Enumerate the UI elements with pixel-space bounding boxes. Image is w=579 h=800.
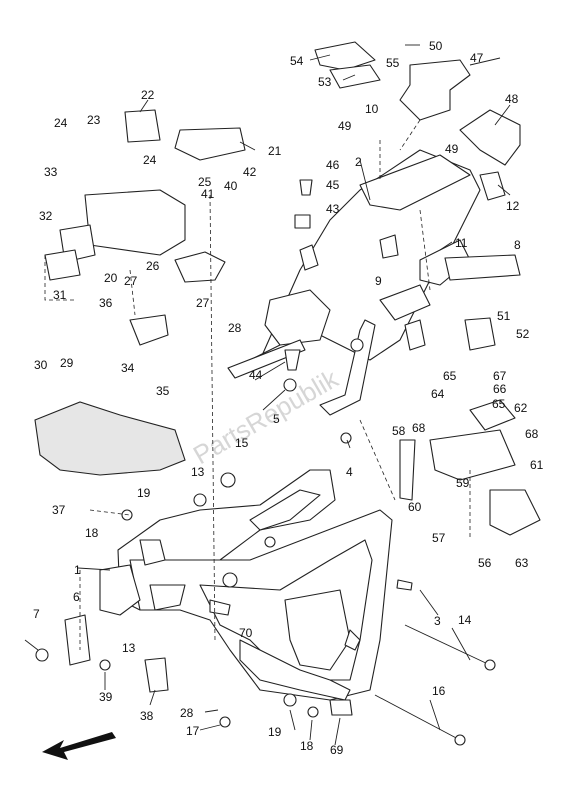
callout-5: 5 bbox=[273, 412, 280, 426]
callout-40: 40 bbox=[224, 179, 238, 193]
callout-16: 16 bbox=[432, 684, 446, 698]
callout-29: 29 bbox=[60, 356, 74, 370]
callout-65-upper: 65 bbox=[443, 369, 457, 383]
callout-65-right: 65 bbox=[492, 397, 506, 411]
callout-3: 3 bbox=[434, 614, 441, 628]
callout-55: 55 bbox=[386, 56, 400, 70]
callout-20: 20 bbox=[104, 271, 118, 285]
callout-6: 6 bbox=[73, 590, 80, 604]
callout-49-right: 49 bbox=[445, 142, 459, 156]
callout-69: 69 bbox=[330, 743, 344, 757]
callout-2: 2 bbox=[355, 155, 362, 169]
callout-23: 23 bbox=[87, 113, 101, 127]
callout-9: 9 bbox=[375, 274, 382, 288]
callout-28-upper: 28 bbox=[228, 321, 242, 335]
callout-53: 53 bbox=[318, 75, 332, 89]
callout-31: 31 bbox=[53, 288, 67, 302]
callout-38: 38 bbox=[140, 709, 154, 723]
callout-33: 33 bbox=[44, 165, 58, 179]
callout-28-lower: 28 bbox=[180, 706, 194, 720]
callout-4: 4 bbox=[346, 465, 353, 479]
callout-37: 37 bbox=[52, 503, 66, 517]
callout-19-left: 19 bbox=[137, 486, 151, 500]
callout-24-right: 24 bbox=[143, 153, 157, 167]
callout-67: 67 bbox=[493, 369, 507, 383]
callout-42: 42 bbox=[243, 165, 257, 179]
callout-21: 21 bbox=[268, 144, 282, 158]
callout-57: 57 bbox=[432, 531, 446, 545]
callout-22: 22 bbox=[141, 88, 155, 102]
callout-14: 14 bbox=[458, 613, 472, 627]
callout-54: 54 bbox=[290, 54, 304, 68]
callout-68-right: 68 bbox=[525, 427, 539, 441]
callout-13-lower: 13 bbox=[122, 641, 136, 655]
callout-49-left: 49 bbox=[338, 119, 352, 133]
callout-45: 45 bbox=[326, 178, 340, 192]
callout-39: 39 bbox=[99, 690, 113, 704]
callout-24-left: 24 bbox=[54, 116, 68, 130]
callout-1: 1 bbox=[74, 563, 81, 577]
callout-13-upper: 13 bbox=[191, 465, 205, 479]
callout-32: 32 bbox=[39, 209, 53, 223]
small-parts bbox=[34, 41, 541, 746]
callout-52: 52 bbox=[516, 327, 530, 341]
callout-60: 60 bbox=[408, 500, 422, 514]
callout-68-left: 68 bbox=[412, 421, 426, 435]
callout-17: 17 bbox=[186, 724, 200, 738]
callout-15: 15 bbox=[235, 436, 249, 450]
callout-46: 46 bbox=[326, 158, 340, 172]
callout-43: 43 bbox=[326, 202, 340, 216]
callout-70: 70 bbox=[239, 626, 253, 640]
callout-30: 30 bbox=[34, 358, 48, 372]
callout-7: 7 bbox=[33, 607, 40, 621]
callout-10: 10 bbox=[365, 102, 379, 116]
callout-27-lower: 27 bbox=[196, 296, 210, 310]
callout-19-bottom: 19 bbox=[268, 725, 282, 739]
callout-47: 47 bbox=[470, 51, 484, 65]
callout-12: 12 bbox=[506, 199, 520, 213]
callout-26: 26 bbox=[146, 259, 160, 273]
callout-18-bottom: 18 bbox=[300, 739, 314, 753]
callout-59: 59 bbox=[456, 476, 470, 490]
callout-35: 35 bbox=[156, 384, 170, 398]
callout-56: 56 bbox=[478, 556, 492, 570]
callout-58: 58 bbox=[392, 424, 406, 438]
callout-62: 62 bbox=[514, 401, 528, 415]
callout-11: 11 bbox=[455, 236, 468, 250]
callout-8: 8 bbox=[514, 238, 521, 252]
callout-27-upper: 27 bbox=[124, 274, 138, 288]
callout-48: 48 bbox=[505, 92, 519, 106]
callout-64: 64 bbox=[431, 387, 445, 401]
callout-61: 61 bbox=[530, 458, 544, 472]
callout-63: 63 bbox=[515, 556, 529, 570]
callout-labels: 1 2 3 4 5 6 7 8 9 10 11 12 13 13 14 15 1… bbox=[33, 39, 544, 757]
callout-36: 36 bbox=[99, 296, 113, 310]
callout-44: 44 bbox=[249, 368, 263, 382]
leader-lines bbox=[24, 44, 511, 746]
main-frame bbox=[99, 469, 393, 701]
callout-34: 34 bbox=[121, 361, 135, 375]
callout-51: 51 bbox=[497, 309, 511, 323]
watermark: PartsRepublik bbox=[188, 363, 344, 470]
callout-18-left: 18 bbox=[85, 526, 99, 540]
callout-66: 66 bbox=[493, 382, 507, 396]
callout-25: 25 bbox=[198, 175, 212, 189]
callout-50: 50 bbox=[429, 39, 443, 53]
callout-41: 41 bbox=[201, 187, 215, 201]
arrow-left-down-icon bbox=[42, 732, 116, 760]
